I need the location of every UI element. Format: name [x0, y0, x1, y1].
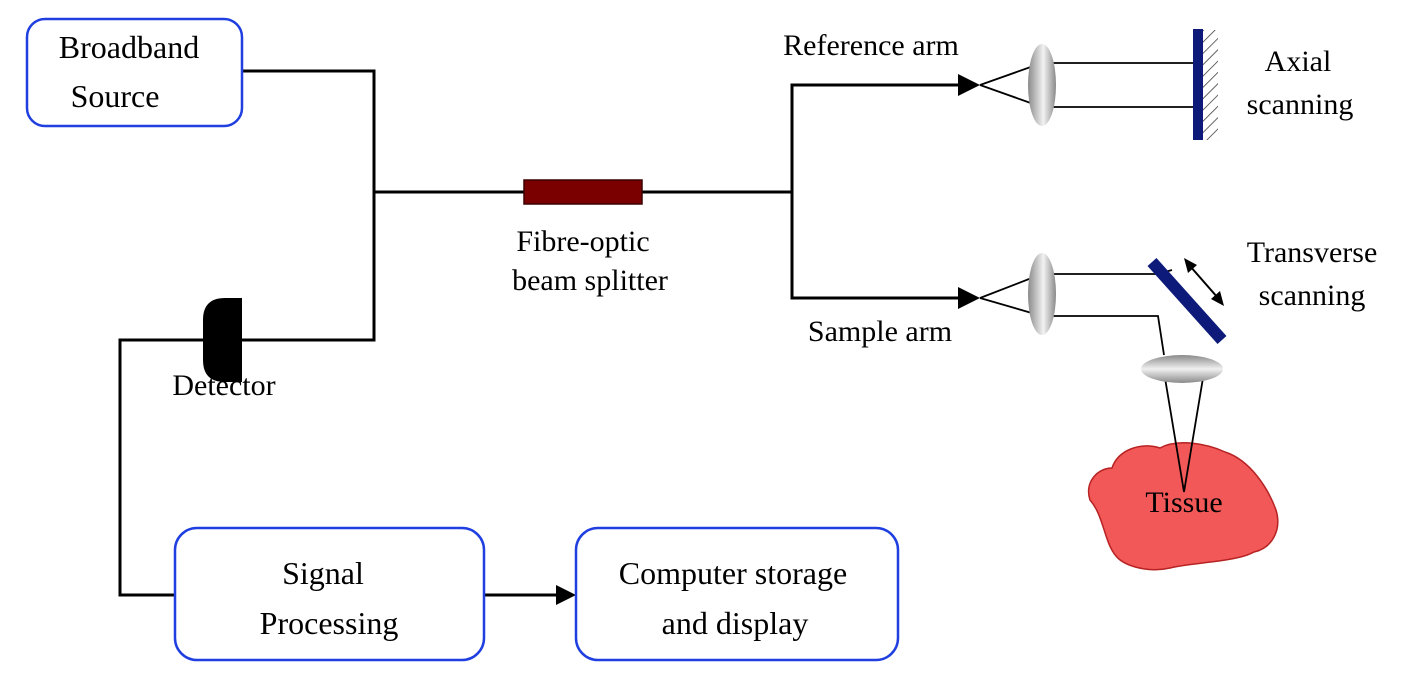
detector-fiber	[242, 192, 376, 342]
computer-storage-label-line1: Computer storage	[619, 555, 847, 591]
detector-icon	[203, 298, 242, 382]
sample-arm-fiber	[790, 192, 962, 300]
mirror-icon	[1193, 29, 1203, 140]
detector-label: Detector	[172, 369, 275, 402]
reference-arm-label: Reference arm	[783, 29, 959, 62]
transverse-scan-arrowhead-down	[1211, 291, 1224, 306]
lens-icon	[1141, 355, 1223, 383]
broadband-source-label-line2: Source	[71, 78, 160, 114]
splitter-label-line2: beam splitter	[512, 264, 668, 297]
computer-storage-label-line2: and display	[662, 605, 809, 641]
transverse-scanning-label-line1: Transverse	[1247, 236, 1378, 269]
focus-beam-cone	[1163, 371, 1205, 493]
signal-processing-label-line2: Processing	[260, 605, 399, 641]
mirror-icon	[1147, 257, 1227, 345]
source-fiber	[242, 69, 376, 192]
broadband-source-box	[25, 17, 244, 128]
sample-beam-lower	[1042, 315, 1165, 356]
computer-storage-box	[574, 526, 900, 662]
broadband-source-label-line1: Broadband	[59, 29, 199, 65]
reference-arm-fiber	[790, 83, 962, 192]
mirror-hatch	[1202, 30, 1218, 140]
detector-output-wire	[118, 338, 203, 597]
signal-processing-box	[173, 526, 486, 662]
transverse-scan-arrow-line	[1189, 265, 1219, 299]
transverse-scanning-label-line2: scanning	[1259, 279, 1366, 312]
reference-beam-collimated	[1042, 62, 1193, 108]
axial-scanning-label-line1: Axial	[1265, 45, 1332, 78]
reference-arm-arrowhead	[958, 74, 980, 96]
sample-arm-arrowhead	[958, 287, 980, 309]
signal-to-computer-arrowhead	[556, 585, 576, 605]
signal-processing-label-line1: Signal	[282, 555, 364, 591]
lens-icon	[1028, 44, 1056, 126]
axial-scanning-label-line2: scanning	[1247, 88, 1354, 121]
splitter-label-line1: Fibre-optic	[516, 225, 649, 258]
sample-arm-label: Sample arm	[808, 315, 952, 348]
tissue-label: Tissue	[1145, 486, 1222, 519]
transverse-scan-arrowhead-up	[1184, 258, 1197, 273]
tissue-icon	[1087, 442, 1279, 571]
lens-icon	[1028, 253, 1056, 335]
fibre-coupler-icon	[523, 179, 643, 205]
